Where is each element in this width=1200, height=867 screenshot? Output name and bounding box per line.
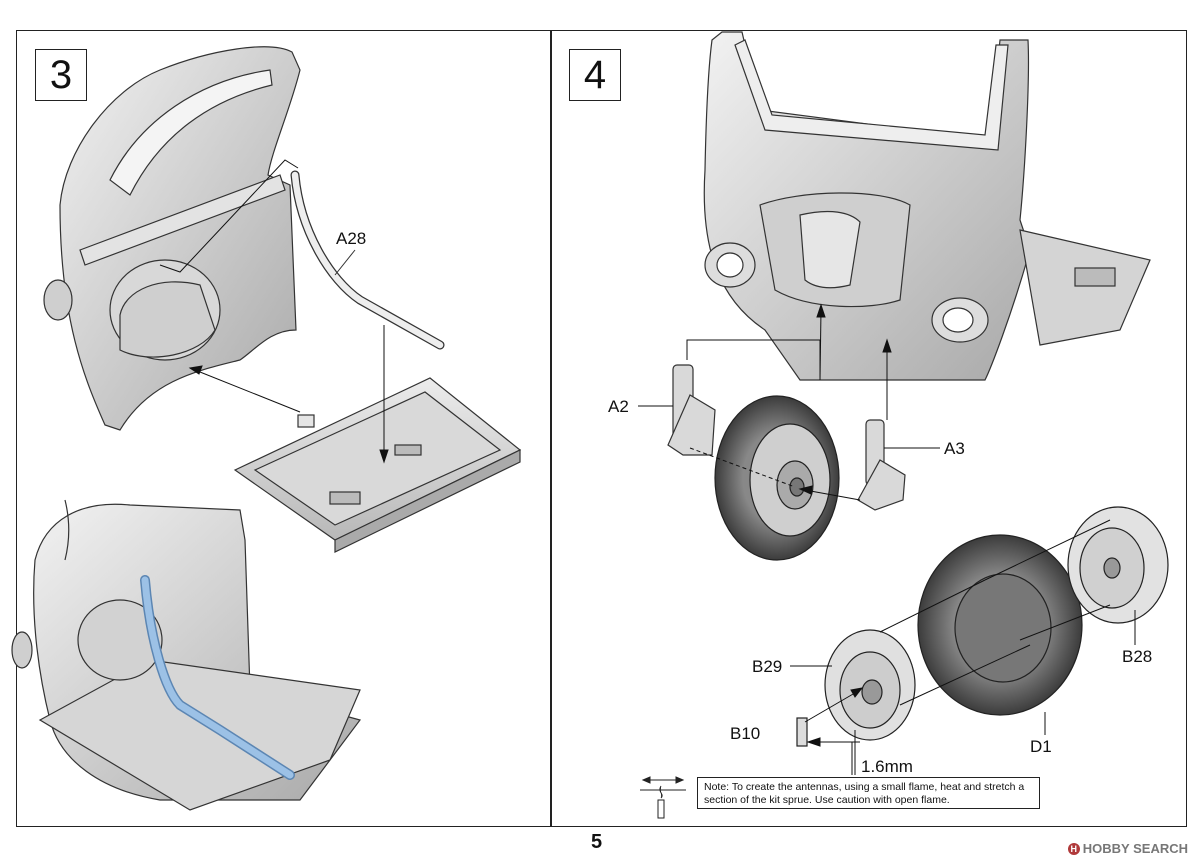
step4-wheel-exploded [796,506,1169,747]
part-label-a2: A2 [608,397,629,416]
step-4-number: 4 [569,49,621,101]
watermark-logo-icon: H [1067,842,1080,855]
part-label-b10: B10 [730,724,761,743]
b10-part [796,717,808,747]
step3-chassis-plate [233,377,522,553]
a28-rod [290,170,445,350]
watermark: H HOBBY SEARCH [1067,841,1188,856]
part-label-b29: B29 [752,657,783,676]
flame-caution-note: Note: To create the antennas, using a sm… [697,777,1040,809]
instruction-frame [16,30,1187,827]
page-number: 5 [591,831,603,853]
part-label-b28: B28 [1122,647,1153,666]
part-label-d1: D1 [1030,737,1052,756]
watermark-text: HOBBY SEARCH [1082,841,1188,856]
flame-heat-icon [640,776,686,819]
part-label-a3: A3 [944,439,965,458]
measurement-label: 1.6mm [861,757,913,776]
step4-rear-body [703,31,1151,381]
step-3-number: 3 [35,49,87,101]
step3-body-shell [43,46,301,431]
step3-assembled-view [11,499,362,811]
step4-wheel-assembled [714,395,840,561]
step-divider [550,30,552,827]
part-label-a28: A28 [336,229,367,248]
